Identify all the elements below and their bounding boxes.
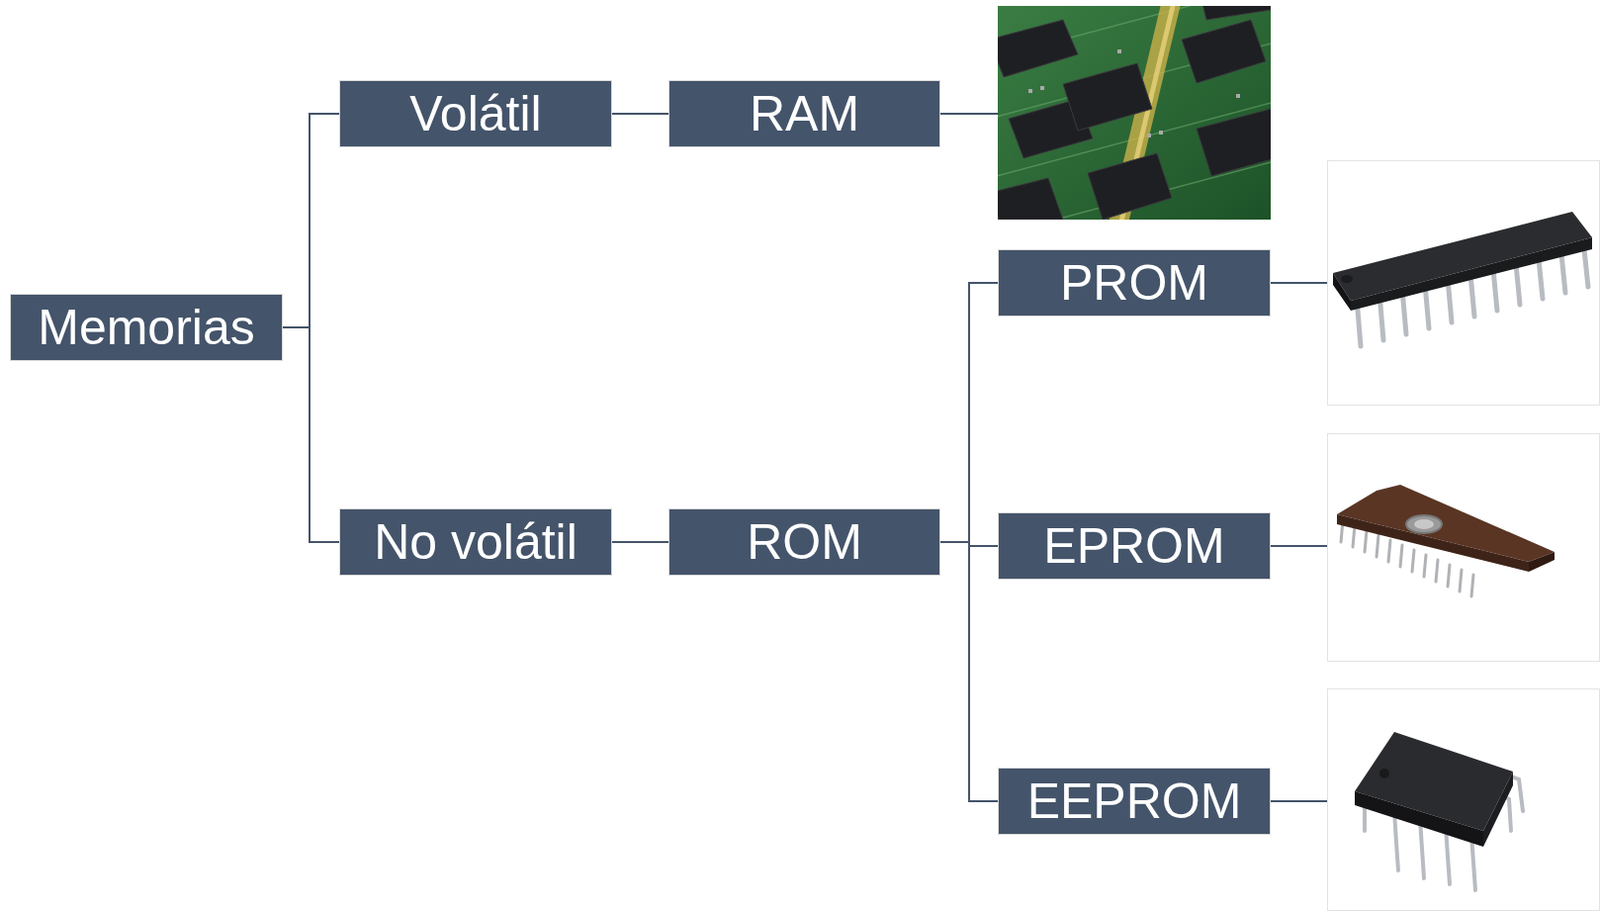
tree-connector — [612, 112, 669, 115]
leader-line — [940, 112, 998, 115]
category-box: Volátil — [339, 80, 613, 148]
eeprom-chip — [1354, 731, 1523, 890]
memory-type-box: EEPROM — [997, 767, 1271, 835]
tree-connector — [612, 540, 669, 543]
box-label: No volátil — [373, 515, 578, 570]
box-label: Volátil — [409, 87, 541, 142]
box-label: PROM — [1060, 256, 1209, 311]
eprom-chip — [1336, 484, 1555, 597]
box-label: RAM — [749, 87, 860, 142]
prom-chip — [1333, 211, 1593, 347]
ram-photo — [997, 5, 1271, 220]
tree-connector — [940, 541, 998, 801]
tree-connector — [940, 282, 998, 542]
image-frame — [1328, 434, 1600, 662]
image-frame — [1328, 689, 1600, 911]
box-label: EPROM — [1043, 519, 1225, 574]
leader-line — [1270, 281, 1328, 284]
memory-type-box: PROM — [997, 249, 1271, 317]
memory-type-box: EPROM — [997, 512, 1271, 580]
box-label: Memorias — [37, 300, 255, 356]
memory-box: ROM — [668, 508, 941, 576]
memory-box: RAM — [668, 80, 941, 148]
tree-connector — [282, 327, 340, 542]
leader-line — [1270, 544, 1328, 547]
leader-line — [1270, 800, 1328, 802]
box-label: EEPROM — [1027, 774, 1243, 829]
image-frame — [1328, 161, 1600, 406]
box-label: ROM — [746, 515, 863, 570]
root-box: Memorias — [9, 293, 283, 361]
tree-connector — [282, 113, 340, 328]
category-box: No volátil — [339, 508, 613, 576]
